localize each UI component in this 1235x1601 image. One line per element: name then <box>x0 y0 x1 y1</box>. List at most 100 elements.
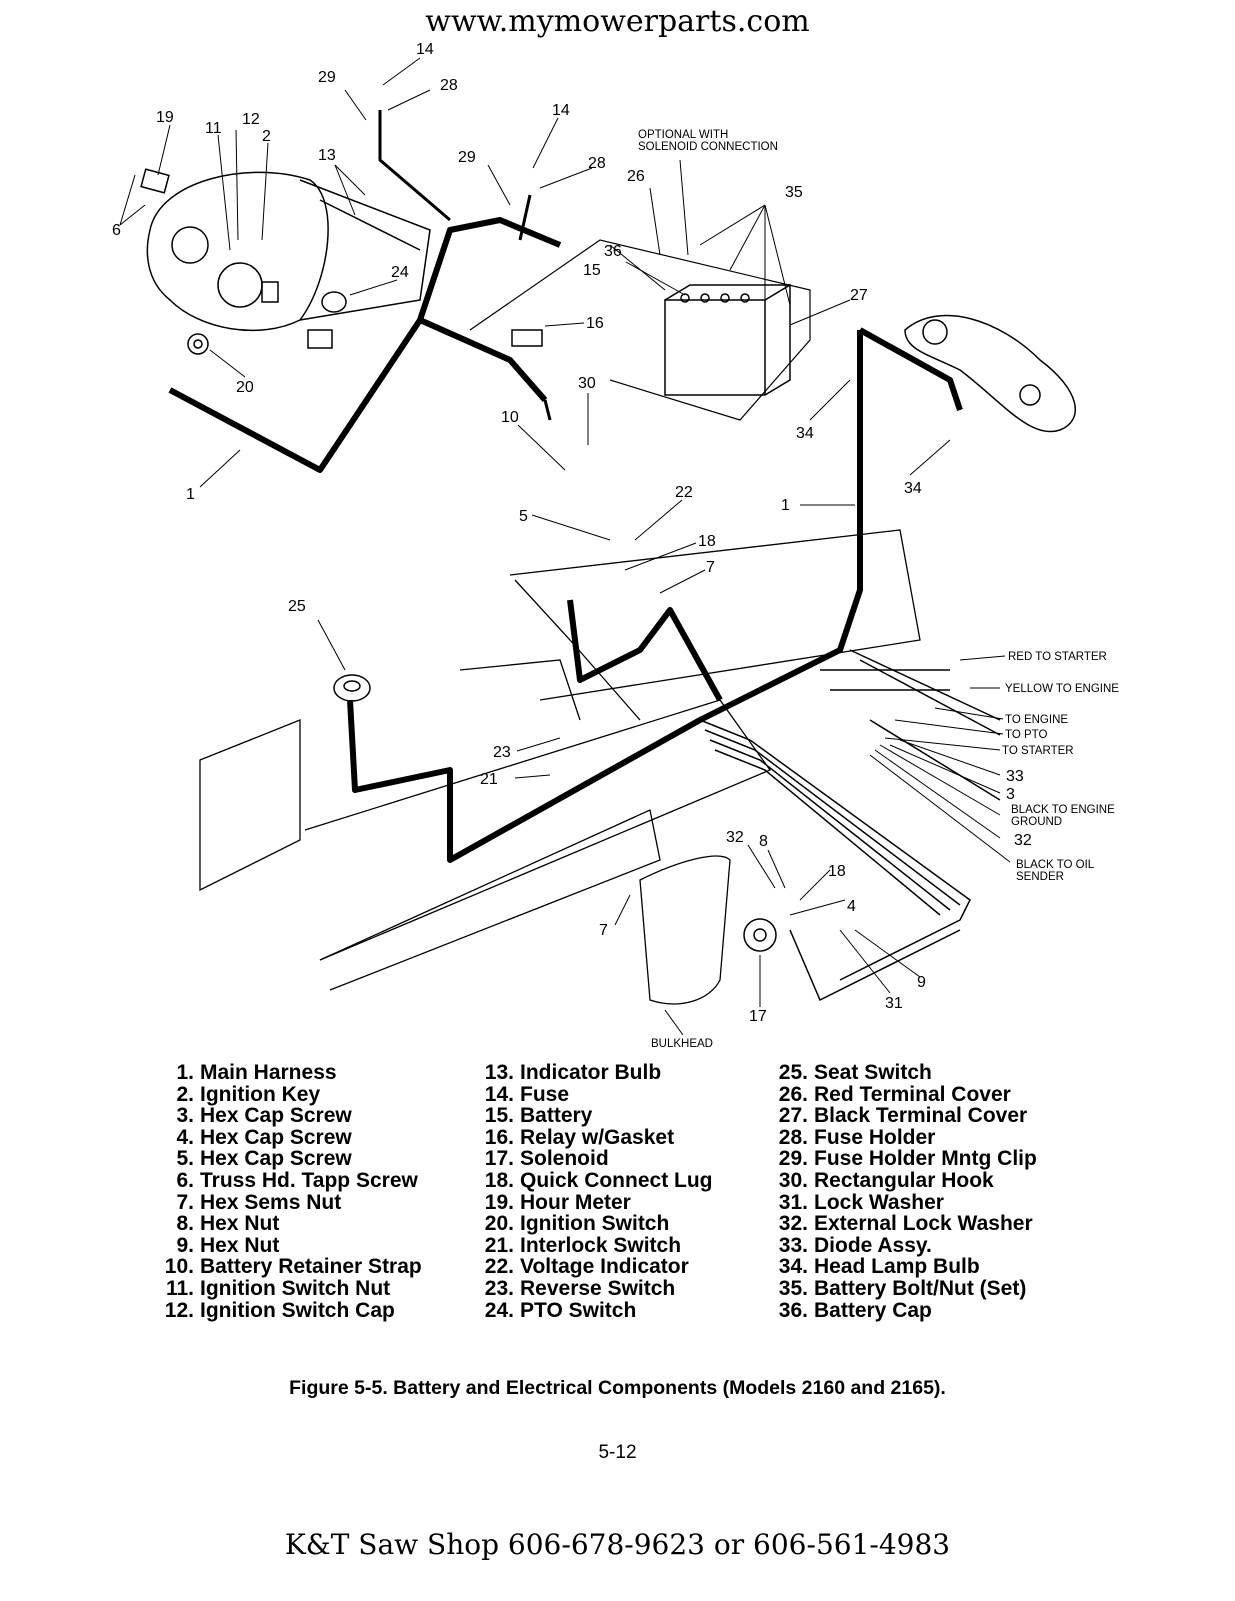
callout-12: 12 <box>242 111 260 128</box>
legend-name: External Lock Washer <box>814 1212 1033 1236</box>
legend-num: 3. <box>176 1104 194 1128</box>
callout-6: 6 <box>112 222 121 239</box>
legend-num: 11. <box>165 1276 194 1300</box>
shop-footer: K&T Saw Shop 606-678-9623 or 606-561-498… <box>284 1528 951 1561</box>
harness-leads <box>378 110 552 421</box>
callout-25: 25 <box>288 598 306 615</box>
bulkhead <box>639 855 731 1005</box>
callout-32: 32 <box>726 829 744 846</box>
callout-15: 15 <box>583 262 601 279</box>
callout-11: 11 <box>205 120 222 137</box>
callout-10: 10 <box>501 409 519 426</box>
dashboard-console <box>146 171 431 332</box>
annotation-red-to-starter: RED TO STARTER <box>1008 651 1107 663</box>
annotation-optional: OPTIONAL WITH <box>638 129 728 141</box>
legend-num: 23. <box>484 1276 514 1300</box>
legend-item: 17.Solenoid <box>472 1148 713 1170</box>
hour-meter <box>140 168 170 194</box>
legend-num: 13. <box>484 1061 514 1084</box>
legend-item: 22.Voltage Indicator <box>472 1256 713 1278</box>
legend-item: 7.Hex Sems Nut <box>152 1191 422 1214</box>
callout-13: 13 <box>318 147 336 164</box>
legend-num: 10. <box>164 1255 194 1279</box>
legend-name: Hour Meter <box>520 1190 631 1214</box>
legend-item: 6.Truss Hd. Tapp Screw <box>152 1170 422 1192</box>
legend-item: 36.Battery Cap <box>766 1298 1037 1322</box>
legend-num: 16. <box>484 1125 514 1149</box>
callout-3: 3 <box>1006 786 1015 803</box>
legend-num: 18. <box>484 1168 514 1192</box>
legend-num: 15. <box>484 1104 514 1128</box>
legend-name: Interlock Switch <box>520 1233 682 1257</box>
legend-name: Hex Cap Screw <box>200 1125 352 1149</box>
legend-num: 8. <box>176 1212 194 1236</box>
callout-35: 35 <box>785 184 803 201</box>
wire-bundle <box>699 649 1001 1002</box>
ignition-switch <box>187 333 209 355</box>
legend-item: 15.Battery <box>472 1105 713 1127</box>
legend-item: 4.Hex Cap Screw <box>152 1125 422 1149</box>
legend-num: 14. <box>484 1082 514 1106</box>
legend-num: 21. <box>484 1233 514 1257</box>
callout-14: 14 <box>416 41 434 58</box>
callout-23: 23 <box>493 744 511 761</box>
legend-name: Solenoid <box>520 1147 609 1171</box>
legend-name: Fuse Holder Mntg Clip <box>814 1147 1037 1171</box>
parts-legend-col-3: 25.Seat Switch 26.Red Terminal Cover 27.… <box>766 1062 1037 1321</box>
legend-num: 6. <box>176 1168 194 1192</box>
legend-num: 29. <box>778 1147 808 1171</box>
annotation-to-engine: TO ENGINE <box>1005 714 1068 726</box>
callout-18: 18 <box>828 863 846 880</box>
legend-item: 10.Battery Retainer Strap <box>152 1256 422 1278</box>
legend-item: 30.Rectangular Hook <box>766 1170 1037 1192</box>
legend-item: 11.Ignition Switch Nut <box>152 1278 422 1300</box>
legend-num: 28. <box>778 1125 808 1149</box>
legend-num: 12. <box>164 1298 194 1322</box>
legend-num: 35. <box>778 1276 808 1300</box>
legend-num: 33. <box>778 1233 808 1257</box>
callout-32: 32 <box>1014 832 1032 849</box>
battery-tray <box>469 239 811 421</box>
callout-28: 28 <box>440 77 458 94</box>
legend-name: Indicator Bulb <box>520 1061 662 1084</box>
callout-1: 1 <box>781 497 790 514</box>
legend-item: 25.Seat Switch <box>766 1062 1037 1084</box>
legend-item: 5.Hex Cap Screw <box>152 1148 422 1170</box>
callout-28: 28 <box>588 155 606 172</box>
annotation-to-starter: TO STARTER <box>1002 745 1074 757</box>
legend-name: Quick Connect Lug <box>520 1168 713 1192</box>
legend-item: 23.Reverse Switch <box>472 1278 713 1300</box>
legend-name: Hex Nut <box>200 1212 280 1236</box>
legend-num: 19. <box>484 1190 514 1214</box>
legend-num: 5. <box>176 1147 194 1171</box>
legend-name: Battery Bolt/Nut (Set) <box>814 1276 1027 1300</box>
callout-19: 19 <box>156 109 174 126</box>
callout-22: 22 <box>675 484 693 501</box>
parts-legend-col-2: 13.Indicator Bulb 14.Fuse 15.Battery 16.… <box>472 1062 713 1321</box>
legend-item: 26.Red Terminal Cover <box>766 1083 1037 1106</box>
legend-num: 2. <box>176 1082 194 1106</box>
frame-assembly <box>199 529 921 991</box>
legend-name: Fuse Holder <box>814 1125 936 1149</box>
headlight-housing <box>904 314 1076 433</box>
callout-14: 14 <box>552 102 570 119</box>
legend-name: Main Harness <box>200 1061 337 1084</box>
legend-name: Diode Assy. <box>814 1233 932 1257</box>
legend-num: 1. <box>176 1061 194 1084</box>
callout-24: 24 <box>391 264 409 281</box>
legend-item: 13. Indicator Bulb <box>472 1062 713 1084</box>
callout-17: 17 <box>749 1008 767 1025</box>
annotation-black-to-oil-sender: SENDER <box>1016 871 1064 883</box>
seat-switch <box>333 674 371 702</box>
callout-21: 21 <box>480 771 498 788</box>
legend-item: 19.Hour Meter <box>472 1190 713 1214</box>
annotation-bulkhead: BULKHEAD <box>651 1038 713 1050</box>
legend-num: 22. <box>484 1255 514 1279</box>
legend-name: Hex Cap Screw <box>200 1147 352 1171</box>
legend-item: 16.Relay w/Gasket <box>472 1125 713 1149</box>
legend-num: 36. <box>778 1298 808 1322</box>
callouts: 1 1 2 3 4 5 6 7 7 8 9 10 11 12 13 14 14 … <box>112 41 1032 1025</box>
legend-item: 1. Main Harness <box>152 1062 422 1084</box>
pto-switch <box>307 291 347 349</box>
